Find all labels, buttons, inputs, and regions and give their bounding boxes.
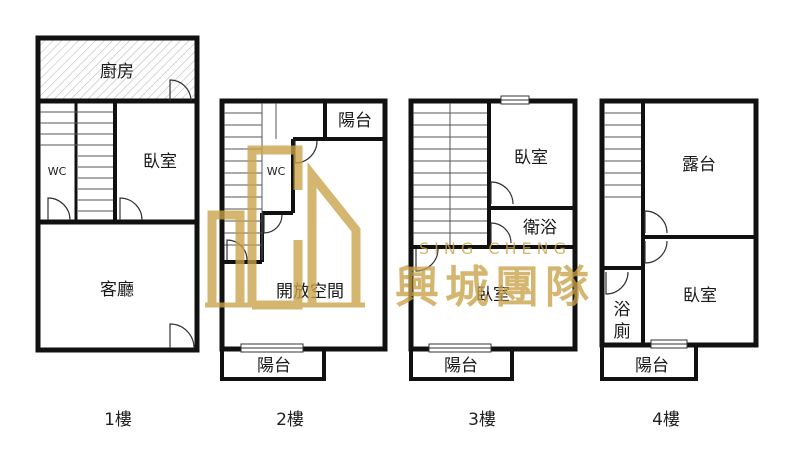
balcony-label: 陽台 [635, 356, 669, 376]
window-icon [650, 339, 688, 349]
wc-label: WC [267, 165, 286, 178]
kitchen-label: 廚房 [100, 61, 134, 82]
floor-2-label: 2樓 [276, 410, 304, 430]
bedroom-top-label: 臥室 [514, 148, 548, 168]
floor-4-plan: 露台 浴 廁 臥室 陽台 4樓 [599, 98, 759, 430]
door-swing-icon [605, 210, 668, 295]
floor-3-label: 3樓 [468, 410, 496, 430]
bath-top-label: 浴 [614, 300, 631, 320]
watermark-chinese-text: 興城團隊 [395, 262, 595, 313]
bathroom-label: 衛浴 [523, 218, 557, 238]
window-icon [240, 343, 304, 353]
balcony-label: 陽台 [444, 356, 478, 376]
bedroom-label: 臥室 [143, 152, 177, 172]
door-swing-icon [47, 79, 195, 349]
terrace-label: 露台 [682, 155, 716, 175]
balcony-outline [600, 343, 698, 381]
staircase [40, 111, 113, 212]
floor-1-plan: 廚房 臥室 WC 客廳 1樓 [35, 35, 200, 430]
floor-3-plan: 臥室 衛浴 臥室 陽台 3樓 [408, 95, 578, 430]
floor-2-plan: 陽台 WC 開放空間 陽台 2樓 [219, 98, 388, 430]
bedroom-bottom-label: 臥室 [476, 285, 510, 305]
window-icon [428, 95, 530, 353]
watermark: SING CHENG 興城團隊 [205, 145, 595, 313]
floor-4-label: 4樓 [652, 410, 680, 430]
balcony-top-label: 陽台 [338, 111, 372, 131]
staircase [604, 112, 641, 198]
wc-label: WC [48, 165, 67, 178]
watermark-english-text: SING CHENG [419, 239, 571, 258]
door-swing-icon [415, 181, 514, 272]
bedroom-label: 臥室 [683, 286, 717, 306]
living-room-label: 客廳 [100, 280, 134, 300]
bath-bottom-label: 廁 [614, 321, 631, 342]
staircase [413, 103, 487, 245]
balcony-bottom-label: 陽台 [257, 356, 291, 376]
floor-1-label: 1樓 [104, 410, 132, 430]
watermark-logo [205, 145, 365, 310]
floor-1-outline [35, 35, 200, 353]
